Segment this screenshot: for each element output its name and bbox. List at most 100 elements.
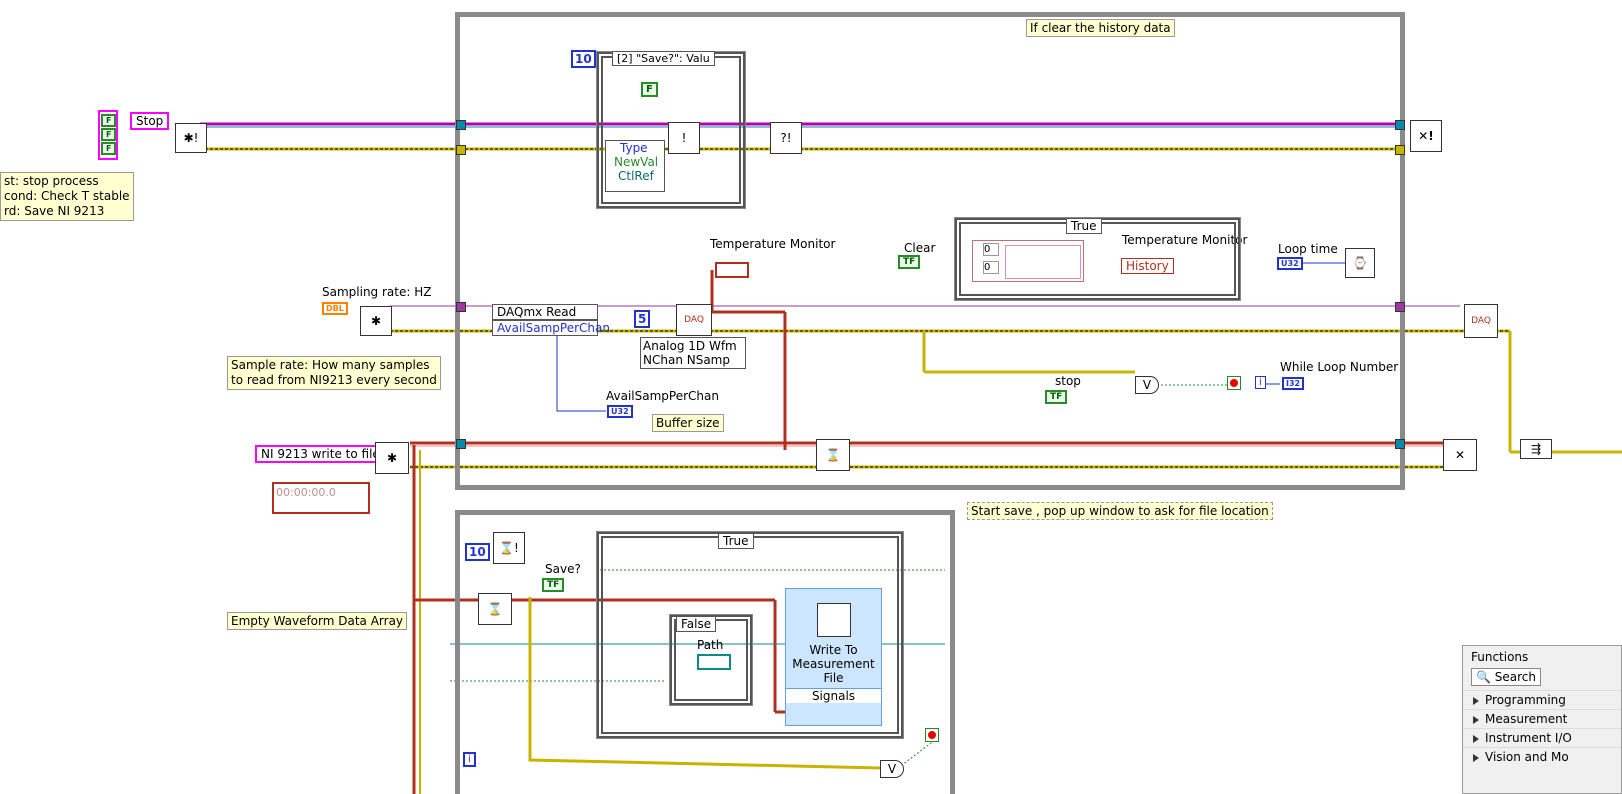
palette-title: Functions <box>1471 650 1529 664</box>
comment-line: rd: Save NI 9213 <box>4 204 105 218</box>
loop-time-label: Loop time <box>1278 242 1338 256</box>
save-label: Save? <box>545 562 581 576</box>
bottom-while-loop[interactable] <box>455 510 955 794</box>
temperature-monitor-label: Temperature Monitor <box>710 237 836 251</box>
enqueue-element-icon[interactable]: ⌛ <box>816 439 850 471</box>
wait-ms-icon[interactable]: ⌚ <box>1345 248 1375 278</box>
release-queue-icon[interactable]: ✕ <box>1443 439 1477 471</box>
stop-process-comment: st: stop process cond: Check T stable rd… <box>0 172 134 221</box>
case-selector-false[interactable]: False <box>676 616 717 632</box>
availsamp-indicator[interactable]: U32 <box>607 405 633 418</box>
search-button[interactable]: 🔍 Search <box>1471 668 1541 686</box>
while-loop-number-indicator[interactable]: I32 <box>1282 377 1305 390</box>
const-10-top[interactable]: 10 <box>571 50 596 68</box>
or-function-icon-bottom[interactable]: V <box>880 760 904 778</box>
path-label: Path <box>697 638 724 652</box>
index-0: 0 <box>983 243 999 256</box>
history-property-node[interactable]: History <box>1121 258 1174 274</box>
stop-tag[interactable]: Stop <box>130 112 170 130</box>
wfm-line: NChan NSamp <box>643 353 730 367</box>
case-selector-true[interactable]: True <box>1066 218 1102 234</box>
unbundle-error-icon[interactable]: ?! <box>770 122 802 154</box>
empty-element <box>1005 245 1081 279</box>
clear-label: Clear <box>904 241 936 255</box>
temperature-monitor-label-2: Temperature Monitor <box>1122 233 1248 247</box>
tunnel <box>456 145 466 155</box>
availsamp-label: AvailSampPerChan <box>606 389 719 403</box>
top-while-loop[interactable] <box>455 12 1405 490</box>
tunnel <box>1395 439 1405 449</box>
stop-label: stop <box>1055 374 1081 388</box>
loop-condition-icon-bottom[interactable] <box>925 728 939 742</box>
create-user-event-icon[interactable]: ✱! <box>175 123 207 153</box>
buffer-size-comment: Buffer size <box>652 414 724 432</box>
write-to-measurement-file-express-vi[interactable]: Write To Measurement File Signals <box>785 588 882 726</box>
tunnel <box>456 302 466 312</box>
timestamp-const[interactable]: 00:00:00.0 <box>272 482 370 514</box>
daqmx-clear-icon[interactable]: DAQ <box>1464 304 1498 338</box>
const-f[interactable]: F <box>641 82 658 97</box>
generate-user-event-icon[interactable]: ! <box>668 122 700 154</box>
wait-error-icon[interactable]: ⌛! <box>493 532 525 564</box>
ctlref-field[interactable]: CtlRef <box>618 169 654 183</box>
tunnel <box>456 120 466 130</box>
path-control[interactable] <box>697 654 731 670</box>
wtmf-line: Write To <box>809 643 858 657</box>
index-0: 0 <box>983 261 999 274</box>
loop-time-indicator[interactable]: U32 <box>1277 257 1303 270</box>
clear-button[interactable]: TF <box>898 255 921 269</box>
palette-item-measurement[interactable]: Measurement <box>1463 709 1621 728</box>
wfm-line: Analog 1D Wfm <box>643 339 737 353</box>
temperature-monitor-chart[interactable] <box>715 262 749 278</box>
iteration-terminal: i <box>1255 376 1266 389</box>
const-10-bottom[interactable]: 10 <box>465 543 490 561</box>
comment-line: cond: Check T stable <box>4 189 130 203</box>
obtain-queue-icon[interactable]: ✱ <box>375 442 409 474</box>
comment-line: Sample rate: How many samples <box>231 358 430 372</box>
read-polymorphic-selector[interactable]: Analog 1D Wfm NChan NSamp <box>640 337 746 369</box>
const-f: F <box>101 114 117 127</box>
sample-rate-comment: Sample rate: How many samples to read fr… <box>227 356 441 390</box>
sampling-rate-label: Sampling rate: HZ <box>322 285 432 299</box>
functions-palette[interactable]: Functions 🔍 Search Programming Measureme… <box>1462 645 1622 794</box>
const-f: F <box>101 128 117 141</box>
newval-field[interactable]: NewVal <box>614 155 659 169</box>
or-function-icon[interactable]: V <box>1135 376 1159 394</box>
ni9213-write-tag[interactable]: NI 9213 write to file <box>255 445 386 463</box>
loop-condition-icon[interactable] <box>1227 376 1241 390</box>
signals-input[interactable]: Signals <box>786 688 881 703</box>
daqmx-read-property[interactable]: DAQmx Read <box>492 304 598 320</box>
const-f: F <box>101 142 117 155</box>
destroy-user-event-icon[interactable]: ✕! <box>1410 120 1442 152</box>
comment-line: st: stop process <box>4 174 99 188</box>
stop-array-control[interactable]: F F F <box>98 110 118 160</box>
const-5[interactable]: 5 <box>634 310 651 328</box>
tunnel <box>456 439 466 449</box>
sampling-rate-control[interactable]: DBL <box>322 302 348 315</box>
palette-item-vision[interactable]: Vision and Mo <box>1463 747 1621 766</box>
palette-item-programming[interactable]: Programming <box>1463 690 1621 709</box>
clear-history-comment: If clear the history data <box>1026 19 1175 37</box>
case-selector-true-bottom[interactable]: True <box>718 533 754 549</box>
start-save-comment: Start save , pop up window to ask for fi… <box>967 502 1273 520</box>
availsamp-property[interactable]: AvailSampPerChan <box>492 320 610 336</box>
tunnel <box>1395 302 1405 312</box>
history-array-const[interactable]: 0 0 <box>972 240 1084 282</box>
save-button[interactable]: TF <box>542 578 565 592</box>
event-data-node[interactable]: Type NewVal CtlRef <box>605 140 665 192</box>
wtmf-line: File <box>823 671 844 685</box>
search-label: Search <box>1494 670 1536 684</box>
empty-waveform-comment: Empty Waveform Data Array <box>227 612 408 630</box>
dequeue-element-icon[interactable]: ⌛ <box>478 593 512 625</box>
type-field[interactable]: Type <box>620 141 648 155</box>
write-file-icon <box>816 603 851 637</box>
tunnel <box>1395 120 1405 130</box>
wtmf-line: Measurement <box>792 657 875 671</box>
daqmx-read-icon[interactable]: DAQ <box>676 304 712 336</box>
merge-errors-icon[interactable]: ⇶ <box>1520 439 1552 459</box>
tunnel <box>1395 145 1405 155</box>
palette-item-instrument-io[interactable]: Instrument I/O <box>1463 728 1621 747</box>
stop-button[interactable]: TF <box>1045 390 1068 404</box>
daqmx-timing-icon[interactable]: ✱ <box>360 306 392 336</box>
event-selector[interactable]: [2] "Save?": Valu <box>612 51 715 66</box>
